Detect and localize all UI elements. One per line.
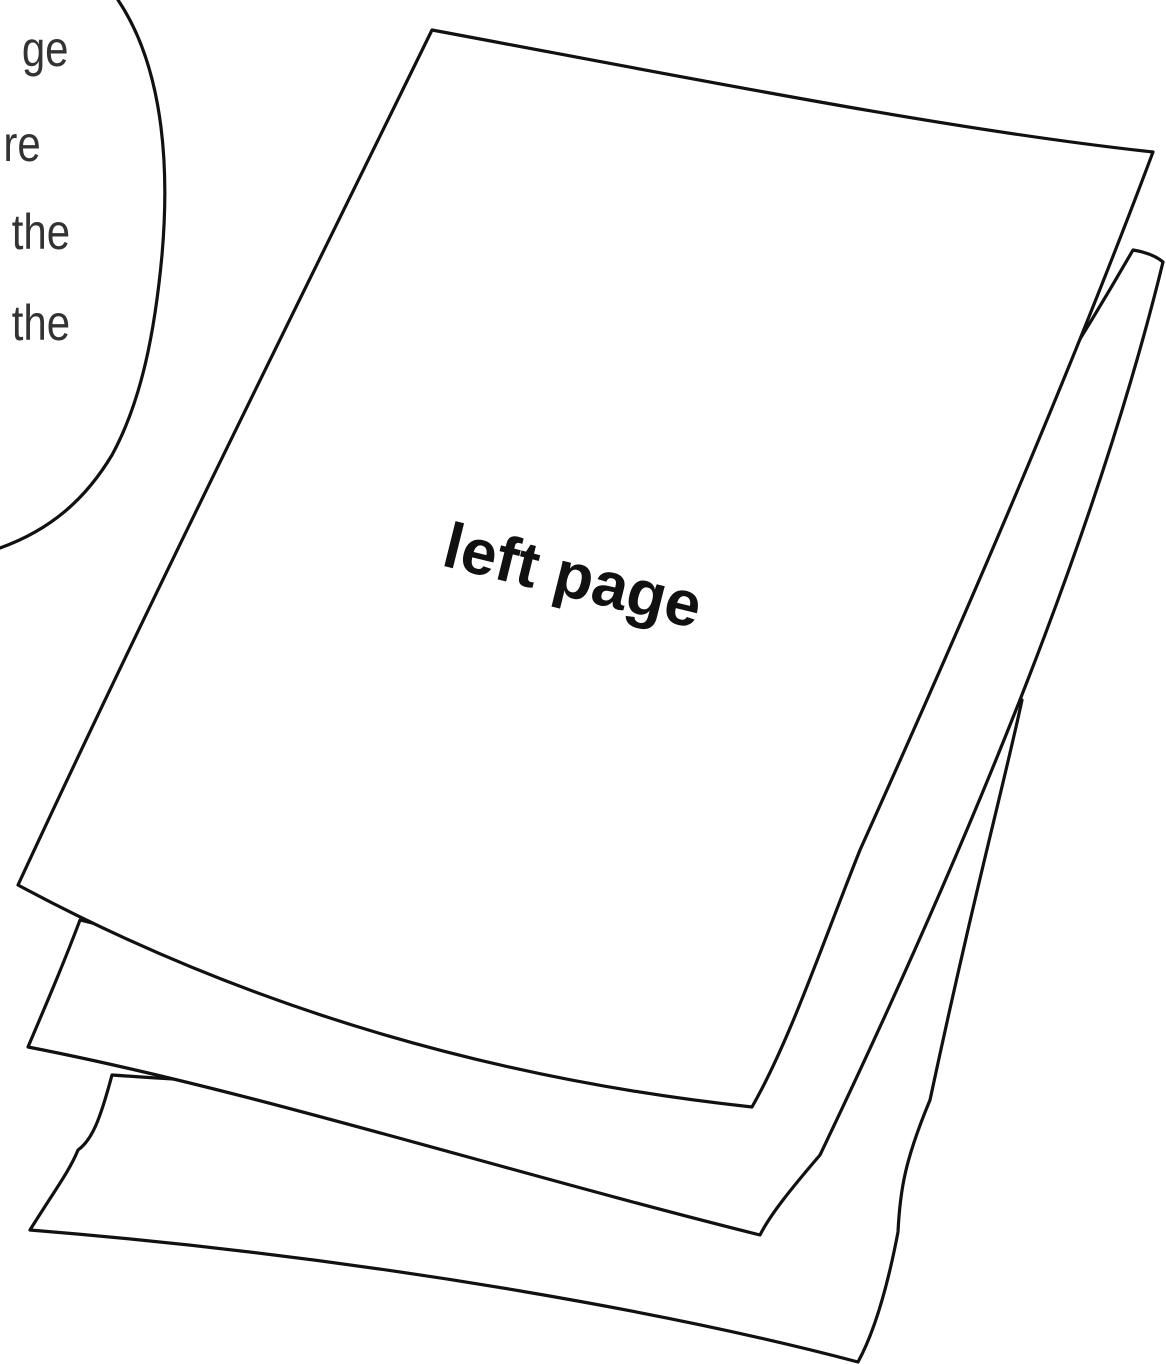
bubble-text-line-3: the <box>12 204 70 260</box>
speech-bubble-text: ge re the the <box>3 21 70 351</box>
bubble-text-line-2: re <box>3 116 40 172</box>
speech-bubble: ge re the the <box>0 0 165 548</box>
speech-bubble-outline <box>0 0 165 548</box>
bubble-text-line-4: the <box>12 295 70 351</box>
bubble-text-line-1: ge <box>22 21 69 77</box>
